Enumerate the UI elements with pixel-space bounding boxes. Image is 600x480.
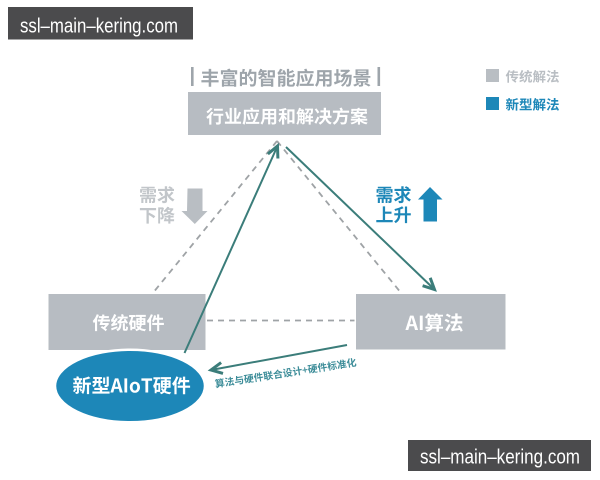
svg-text:ssl–main–kering.com: ssl–main–kering.com	[20, 15, 178, 37]
svg-text:ssl–main–kering.com: ssl–main–kering.com	[420, 446, 580, 468]
